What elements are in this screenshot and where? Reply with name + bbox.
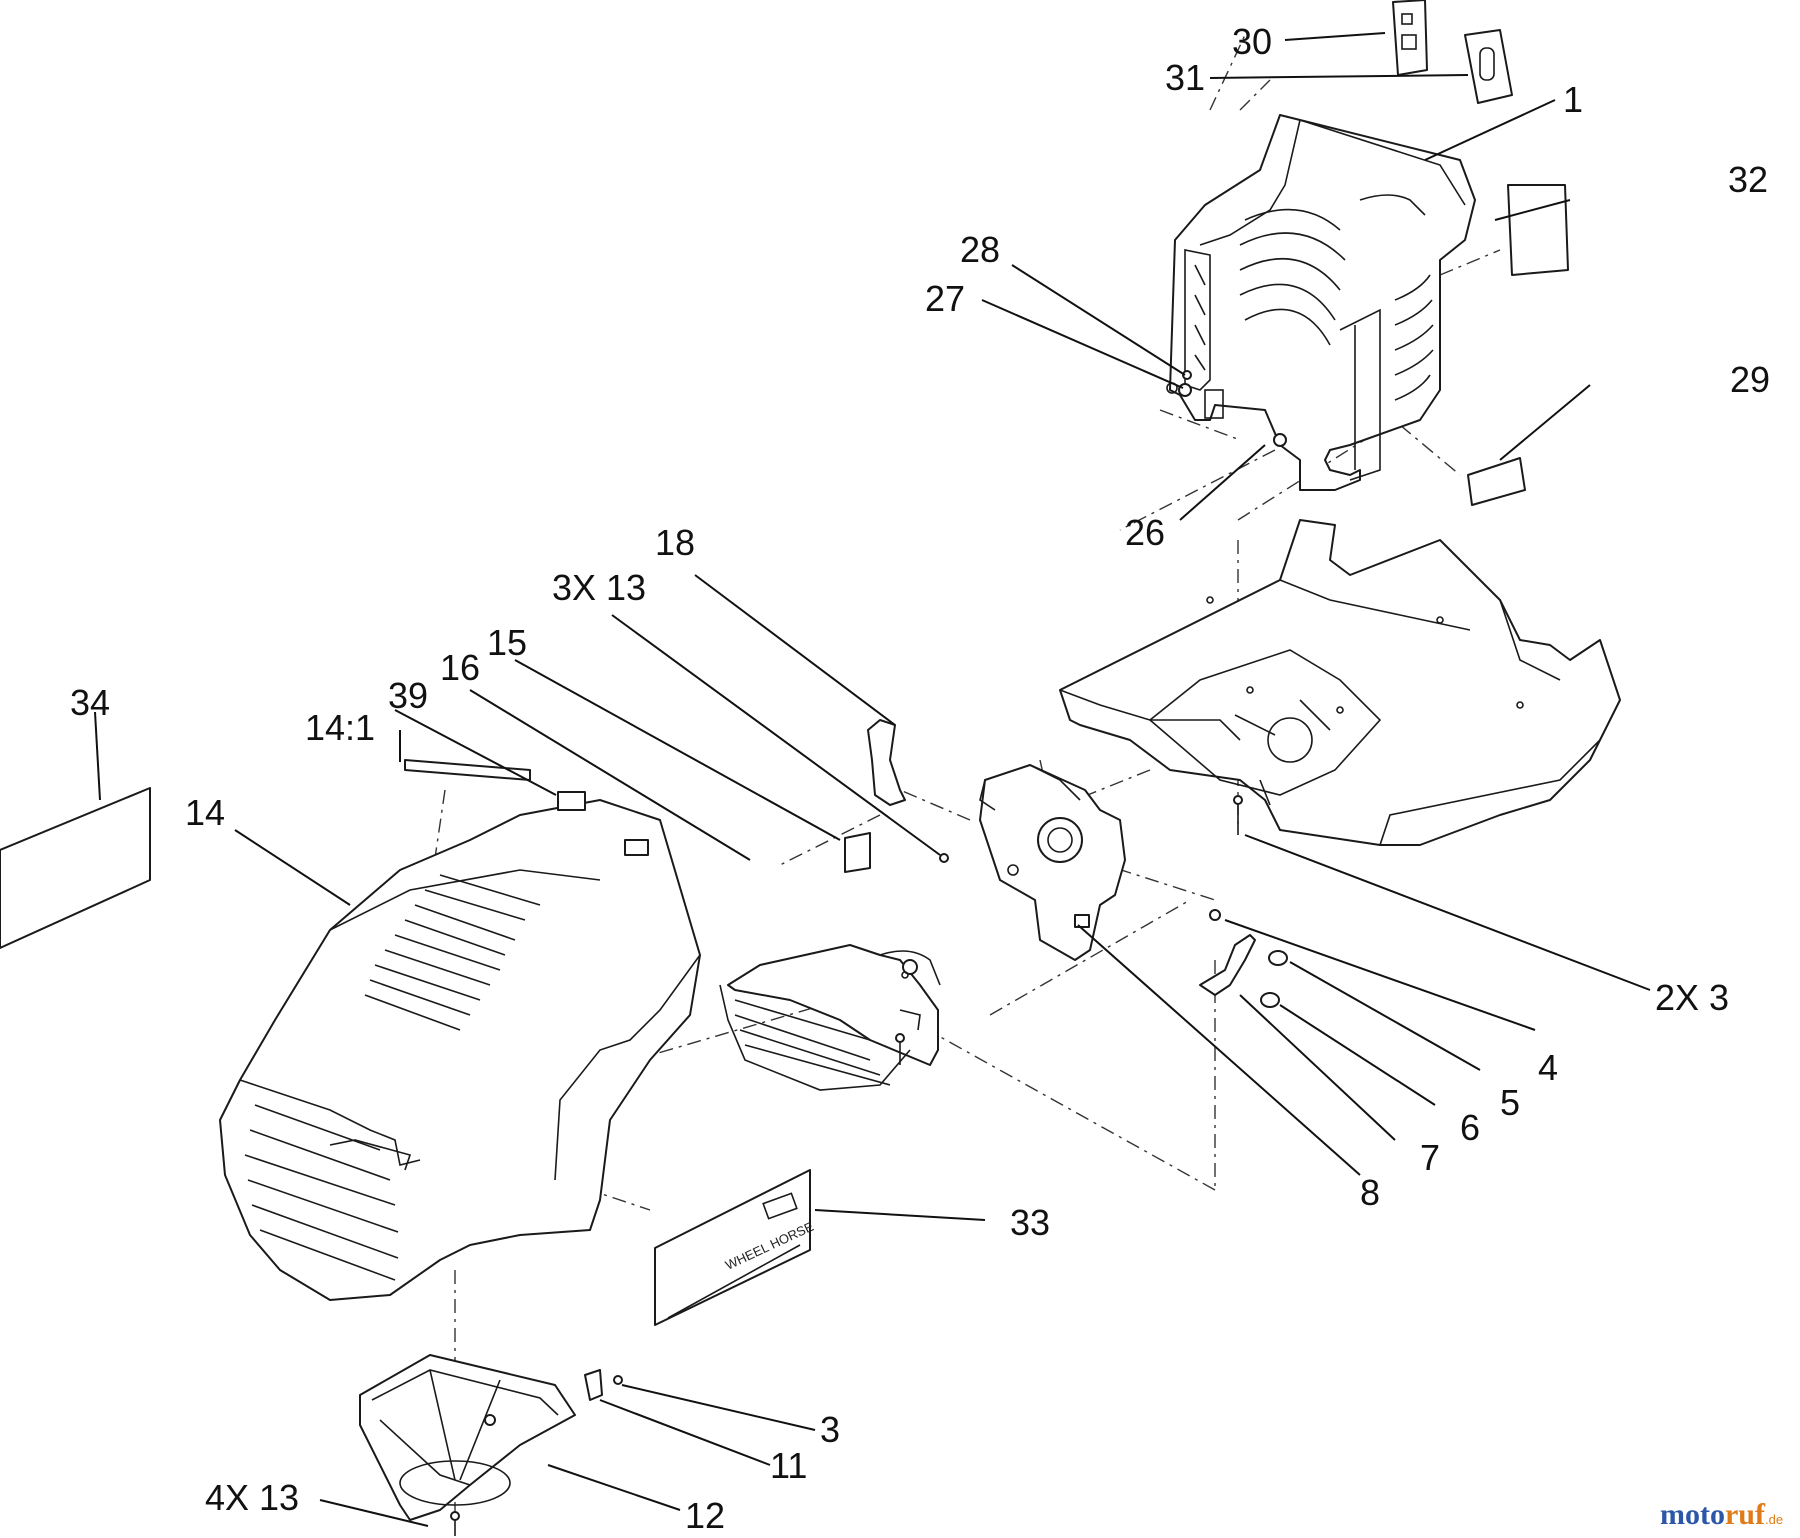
- decal-14-1: [404, 759, 531, 781]
- callout-5: 5: [1500, 1082, 1520, 1123]
- decal-31: [1464, 29, 1513, 104]
- watermark-part2: ruf: [1725, 1498, 1766, 1531]
- decal-34: [0, 787, 151, 949]
- nut-26: [1273, 433, 1287, 447]
- callout-14: 14: [185, 792, 225, 833]
- nose-grille: [719, 944, 941, 1091]
- callout-31: 31: [1165, 57, 1205, 98]
- bolt-3-deck: [1233, 795, 1243, 835]
- callout-15: 15: [487, 622, 527, 663]
- callout-3x13: 3X 13: [552, 567, 646, 608]
- decal-32: [1507, 184, 1569, 276]
- callout-7: 7: [1420, 1137, 1440, 1178]
- decal-30: [1392, 0, 1428, 76]
- callout-27: 27: [925, 278, 965, 319]
- callout-8: 8: [1360, 1172, 1380, 1213]
- callout-28: 28: [960, 229, 1000, 270]
- decal-15: [844, 832, 871, 873]
- hood-pan: [359, 1354, 576, 1521]
- callout-4x13: 4X 13: [205, 1477, 299, 1518]
- callout-16: 16: [440, 647, 480, 688]
- watermark-suffix: .de: [1765, 1512, 1783, 1527]
- callout-39: 39: [388, 675, 428, 716]
- callout-4: 4: [1538, 1047, 1558, 1088]
- decal-33: WHEEL HORSE: [654, 1169, 816, 1326]
- callout-32: 32: [1728, 159, 1768, 200]
- bracket-18: [867, 719, 906, 806]
- watermark-part1: moto: [1660, 1498, 1725, 1531]
- callout-11: 11: [770, 1445, 807, 1486]
- callout-33: 33: [1010, 1202, 1050, 1243]
- callout-29: 29: [1730, 359, 1770, 400]
- screw-4x13: [450, 1511, 460, 1536]
- callout-18: 18: [655, 522, 695, 563]
- decal-39: [557, 791, 649, 856]
- callout-14-1: 14:1: [305, 707, 375, 748]
- bracket-hardware: [1199, 909, 1288, 1008]
- steering-bracket: [979, 764, 1126, 961]
- callout-2x3: 2X 3: [1655, 977, 1729, 1018]
- callout-6: 6: [1460, 1107, 1480, 1148]
- footrest-deck: [1059, 519, 1621, 846]
- hood: [219, 799, 701, 1301]
- callout-1: 1: [1563, 79, 1583, 120]
- callout-labels: 30 31 1 32 28 27 29 26 18 3X 13 15 16 39…: [70, 21, 1770, 1536]
- bracket-11: [584, 1369, 623, 1401]
- screw-3x13-nose: [895, 853, 949, 1065]
- leader-lines: [94, 32, 1651, 1527]
- watermark-logo: motoruf.de: [1660, 1498, 1783, 1531]
- decal-29: [1467, 457, 1526, 506]
- callout-30: 30: [1232, 21, 1272, 62]
- callout-3: 3: [820, 1409, 840, 1450]
- callout-34: 34: [70, 682, 110, 723]
- callout-12: 12: [685, 1495, 725, 1536]
- console-housing: [1166, 114, 1476, 491]
- callout-26: 26: [1125, 512, 1165, 553]
- svg-text:motoruf.de: motoruf.de: [1660, 1498, 1783, 1531]
